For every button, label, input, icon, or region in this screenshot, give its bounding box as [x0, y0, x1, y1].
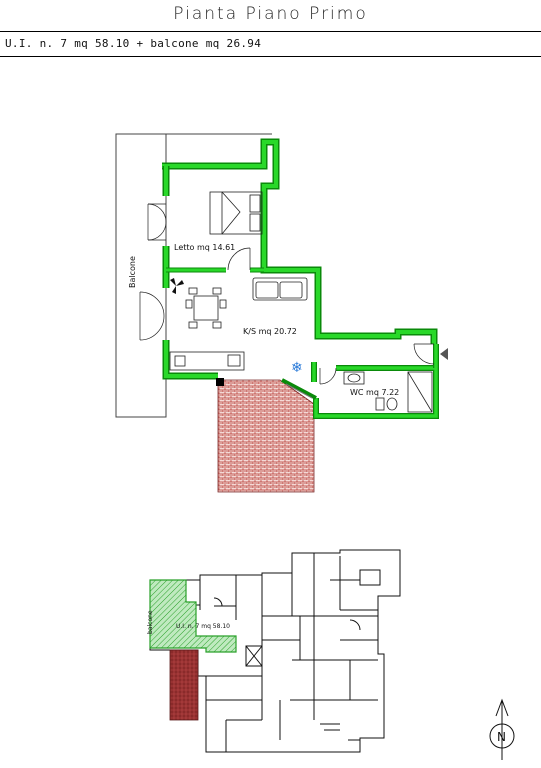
wc-door [319, 367, 337, 385]
header-divider-bottom [0, 56, 541, 57]
balcony-door-ks [139, 291, 165, 341]
kitchen-counter [169, 351, 245, 371]
key-plan-balcony-label: balcone [147, 610, 154, 634]
north-compass: N [489, 698, 515, 760]
sofa [252, 277, 308, 301]
room-label-balcone: Balcone [128, 256, 137, 288]
terrace-paving [217, 379, 315, 493]
fan-symbol [170, 278, 184, 294]
column [216, 378, 224, 386]
entrance-arrow [440, 348, 448, 360]
balcony-door-letto [147, 203, 167, 241]
main-floor-plan: ❄ Letto mq 14.61 K/S mq 20.72 WC mq 7.22… [115, 133, 448, 493]
room-label-ks: K/S mq 20.72 [243, 327, 297, 336]
entrance-door [413, 343, 435, 365]
double-bed [209, 191, 263, 235]
angled-wall [281, 378, 317, 400]
header-divider-top [0, 31, 541, 32]
ac-unit-icon: ❄ [291, 360, 303, 376]
compass-letter: N [497, 730, 506, 744]
unit-summary: U.I. n. 7 mq 58.10 + balcone mq 26.94 [5, 37, 262, 50]
key-plan-unit-label: U.I. n. 7 mq 58.10 [176, 623, 230, 630]
balcony-outline [115, 133, 167, 418]
key-plan-terrace [169, 649, 199, 721]
dining-table [185, 287, 227, 329]
room-label-wc: WC mq 7.22 [350, 388, 399, 397]
page-title: Pianta Piano Primo [173, 4, 368, 24]
bedroom-door [227, 247, 251, 271]
key-plan-highlighted-unit: U.I. n. 7 mq 58.10 balcone [147, 579, 237, 653]
wc-fixtures [343, 371, 433, 413]
room-label-letto: Letto mq 14.61 [174, 243, 235, 252]
